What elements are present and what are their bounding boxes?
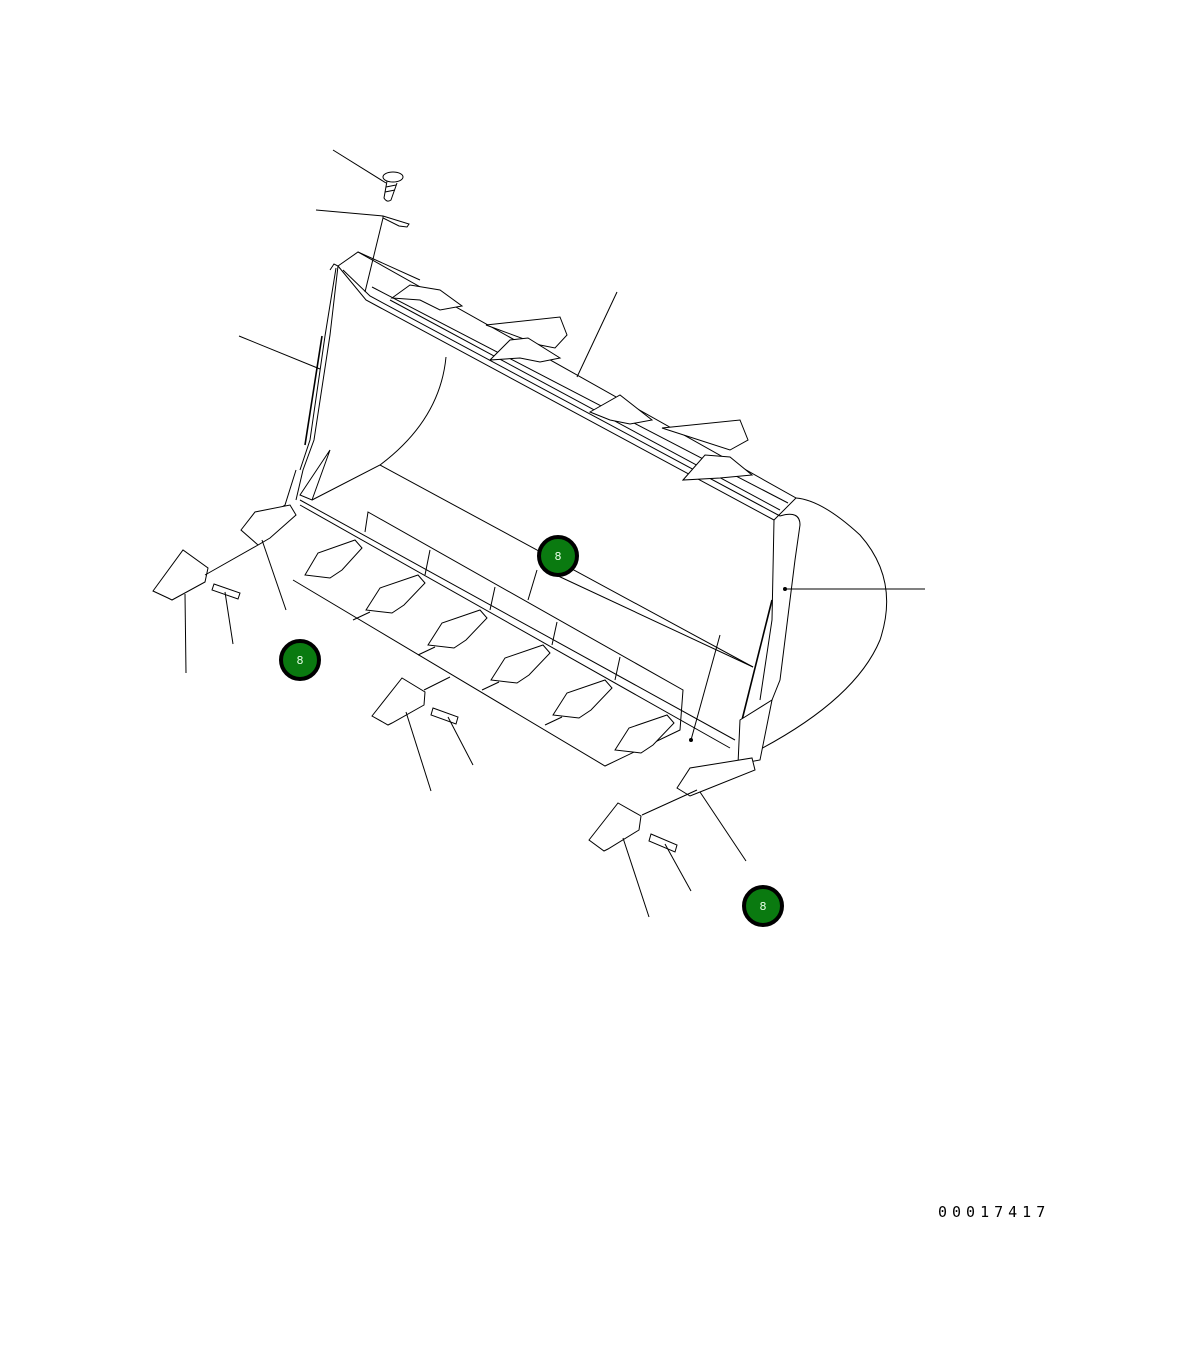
bolt-part <box>332 149 404 202</box>
drawing-number: 00017417 <box>938 1203 1051 1221</box>
left-tooth-tip <box>152 539 287 674</box>
callout-badge-8-right[interactable]: 8 <box>742 885 784 927</box>
middle-tooth-tip <box>371 676 474 792</box>
teeth-group-leader <box>292 511 684 767</box>
left-side-plate <box>262 263 339 521</box>
leader-line-badge <box>555 574 754 668</box>
right-tooth-tip <box>588 789 747 918</box>
leader-line-side-plate <box>238 335 321 370</box>
callout-badge-8-center[interactable]: 8 <box>537 535 579 577</box>
top-rail <box>337 251 797 521</box>
washer-plate-part <box>315 209 410 293</box>
tooth-adapters <box>240 504 756 797</box>
callout-badge-8-left[interactable]: 8 <box>279 639 321 681</box>
